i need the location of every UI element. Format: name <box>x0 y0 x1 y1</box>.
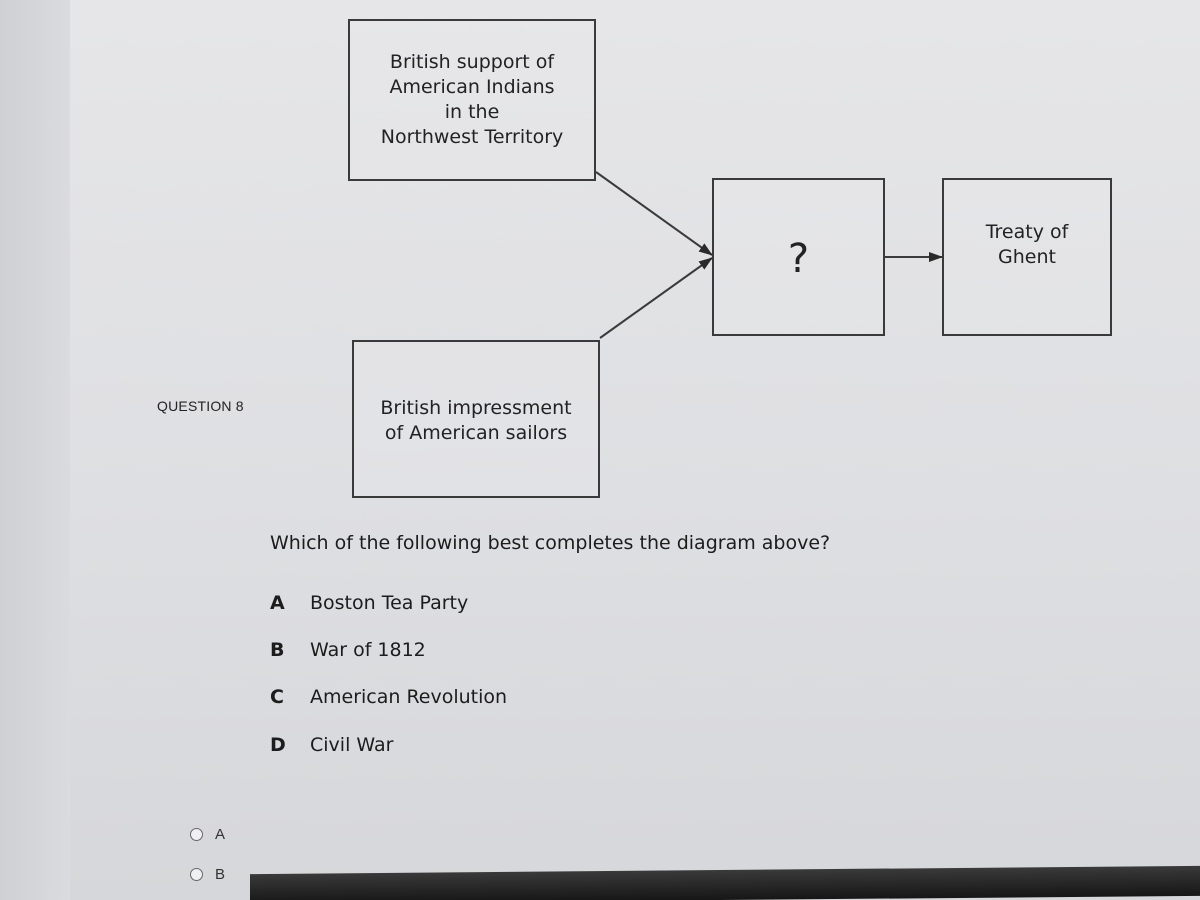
diagram-box-text: British support of American Indians in t… <box>380 51 564 148</box>
screen-left-edge <box>0 0 70 900</box>
choice-a: A Boston Tea Party <box>270 592 468 614</box>
answer-option-b[interactable]: B <box>190 866 225 883</box>
choice-b: B War of 1812 <box>270 639 426 661</box>
choice-text: American Revolution <box>310 686 508 708</box>
answer-option-label: B <box>215 866 226 883</box>
diagram-box-text: Treaty of Ghent <box>985 221 1069 268</box>
diagram-box-unknown: ? <box>712 178 885 336</box>
answer-option-label: A <box>215 826 226 843</box>
choice-letter: C <box>270 686 284 708</box>
radio-button-b[interactable] <box>190 868 203 881</box>
choice-text: Boston Tea Party <box>310 592 469 614</box>
arrow-impressment-to-unknown <box>599 257 713 339</box>
choice-text: Civil War <box>310 734 394 756</box>
choice-letter: B <box>270 639 285 661</box>
choice-letter: A <box>270 592 285 614</box>
question-mark: ? <box>787 236 810 282</box>
choice-c: C American Revolution <box>270 686 507 708</box>
answer-option-a[interactable]: A <box>190 826 225 843</box>
diagram-box-text: British impressment of American sailors <box>380 397 572 444</box>
diagram-box-impressment: British impressment of American sailors <box>352 340 600 498</box>
choice-letter: D <box>270 734 286 756</box>
diagram-box-treaty-of-ghent: Treaty of Ghent <box>942 178 1112 336</box>
question-prompt: Which of the following best completes th… <box>270 532 831 554</box>
diagram-box-british-support: British support of American Indians in t… <box>348 19 596 181</box>
question-number: QUESTION 8 <box>157 398 244 414</box>
choice-d: D Civil War <box>270 734 393 756</box>
radio-button-a[interactable] <box>190 828 203 841</box>
choice-text: War of 1812 <box>310 639 426 661</box>
arrow-support-to-unknown <box>595 171 713 256</box>
